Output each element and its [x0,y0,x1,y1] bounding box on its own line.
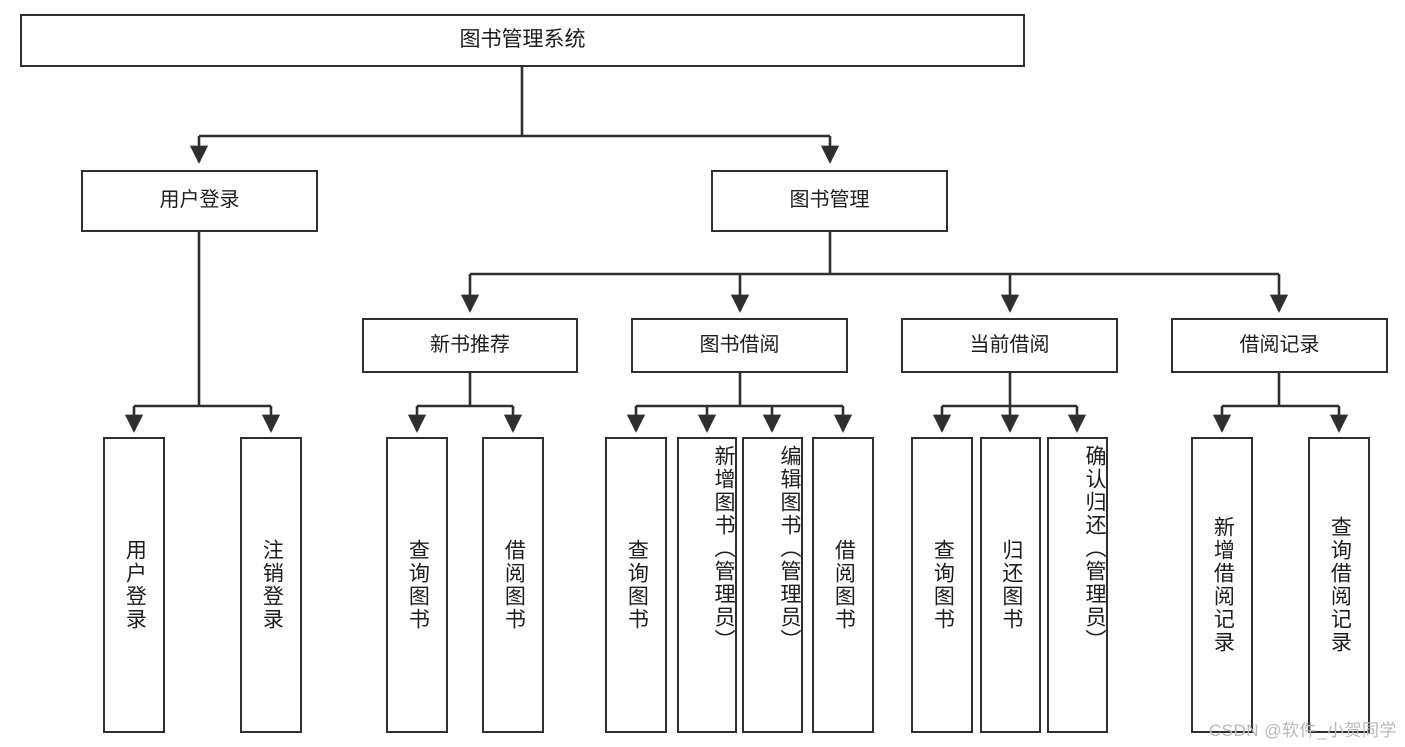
leaf-add-borrow-record[interactable]: 新增借阅记录 [1191,437,1253,733]
node-label: 图书借阅 [699,333,780,356]
node-borrow-record[interactable]: 借阅记录 [1171,318,1388,373]
node-label: 图书管理系统 [459,28,586,52]
node-label: 图书管理 [789,189,870,212]
node-label: 借阅记录 [1239,333,1320,356]
node-label: 新增借阅记录 [1211,516,1235,654]
node-label: 编辑图书（管理员） [778,445,801,652]
leaf-query-book-borrow[interactable]: 查询图书 [605,437,667,733]
node-book-borrow[interactable]: 图书借阅 [631,318,848,373]
leaf-confirm-return-admin[interactable]: 确认归还（管理员） [1047,437,1108,733]
node-label: 查询图书 [625,539,649,631]
leaf-edit-book-admin[interactable]: 编辑图书（管理员） [742,437,803,733]
node-label: 注销登录 [260,539,284,631]
node-label: 查询图书 [931,539,955,631]
leaf-borrow-book[interactable]: 借阅图书 [812,437,874,733]
node-label: 新书推荐 [430,333,510,356]
node-label: 借阅图书 [832,539,856,631]
node-root-system[interactable]: 图书管理系统 [20,14,1025,67]
leaf-return-book[interactable]: 归还图书 [980,437,1041,733]
node-label: 归还图书 [999,539,1023,631]
node-user-login[interactable]: 用户登录 [81,170,318,232]
node-label: 用户登录 [159,189,240,212]
node-label: 查询图书 [406,539,430,631]
node-label: 新增图书（管理员） [712,445,735,652]
node-label: 查询借阅记录 [1328,516,1352,654]
node-label: 用户登录 [123,539,147,631]
node-current-borrow[interactable]: 当前借阅 [901,318,1118,373]
node-label: 当前借阅 [969,333,1050,356]
watermark-text: CSDN @软件_小贺同学 [1208,721,1397,740]
node-label: 借阅图书 [502,539,526,631]
leaf-logout[interactable]: 注销登录 [240,437,302,733]
node-label: 确认归还（管理员） [1083,445,1106,652]
leaf-add-book-admin[interactable]: 新增图书（管理员） [677,437,737,733]
leaf-user-login[interactable]: 用户登录 [103,437,165,733]
leaf-query-book-current[interactable]: 查询图书 [911,437,973,733]
node-book-management[interactable]: 图书管理 [711,170,948,232]
leaf-query-book-recommend[interactable]: 查询图书 [386,437,448,733]
leaf-borrow-book-recommend[interactable]: 借阅图书 [482,437,544,733]
node-new-book-recommend[interactable]: 新书推荐 [362,318,578,373]
leaf-query-borrow-record[interactable]: 查询借阅记录 [1308,437,1370,733]
